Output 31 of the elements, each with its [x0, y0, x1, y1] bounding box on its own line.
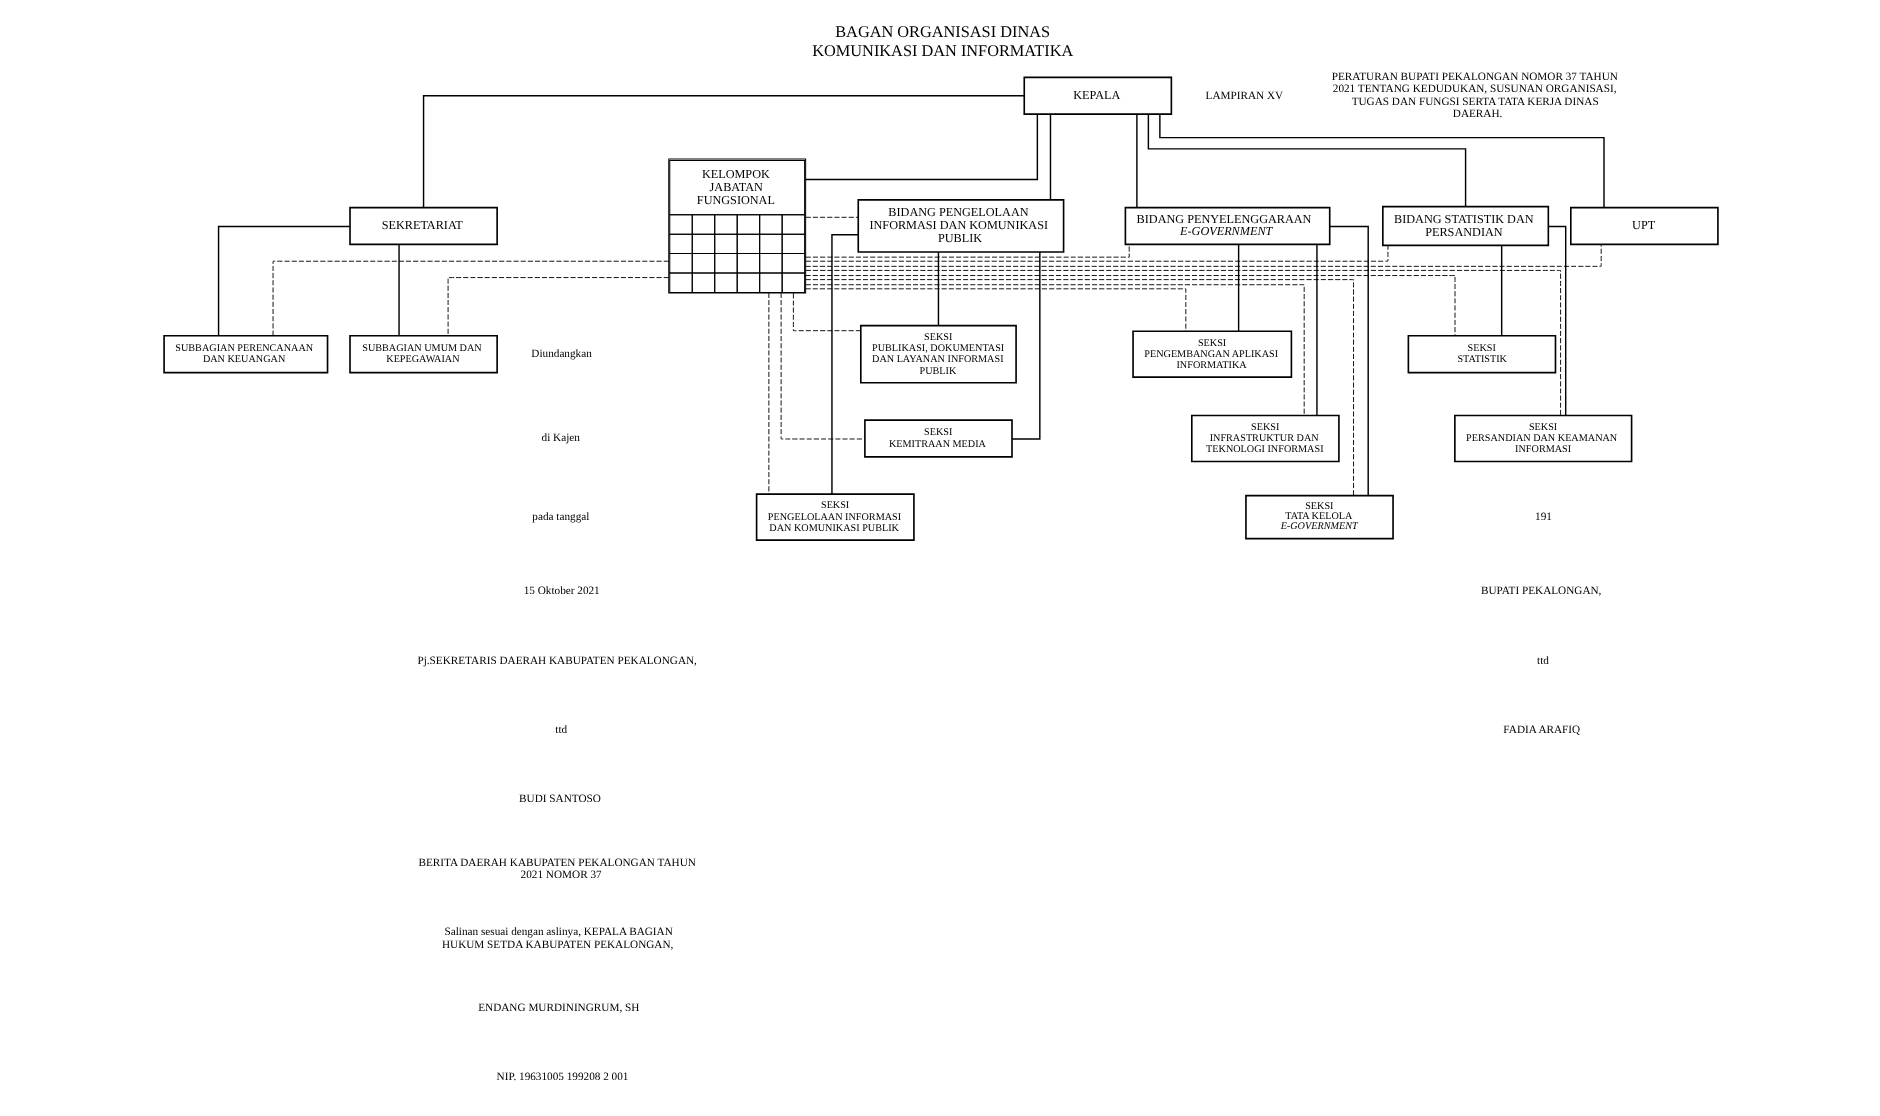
- connector: [1146, 113, 1466, 208]
- connector: [779, 292, 865, 440]
- connector: [421, 95, 1024, 209]
- connector: [804, 275, 1455, 336]
- connector: [804, 244, 1601, 267]
- connector: [1010, 251, 1040, 440]
- connector: [804, 269, 1561, 416]
- connector: [1315, 243, 1317, 417]
- connector: [804, 279, 1353, 497]
- diagram-title: BAGAN ORGANISASI DINAS KOMUNIKASI DAN INFORMATIKA: [811, 23, 1073, 60]
- connector: [397, 243, 399, 337]
- connector: [1236, 243, 1239, 332]
- connector: [804, 216, 858, 218]
- connector: [216, 225, 350, 337]
- connector: [1499, 244, 1502, 337]
- connector: [830, 233, 858, 495]
- connector: [804, 245, 1388, 262]
- connector: [936, 251, 939, 326]
- connector: [791, 292, 860, 332]
- connector: [1547, 225, 1566, 417]
- connector: [271, 260, 669, 336]
- connector: [446, 277, 669, 337]
- connector: [804, 244, 1129, 258]
- connector: [804, 284, 1304, 416]
- connector: [1328, 225, 1368, 496]
- connector: [1048, 113, 1051, 201]
- connector: [804, 288, 1186, 332]
- connector: [1158, 113, 1604, 208]
- connector: [767, 292, 769, 495]
- connector: [803, 113, 1038, 181]
- connector: [1135, 113, 1137, 209]
